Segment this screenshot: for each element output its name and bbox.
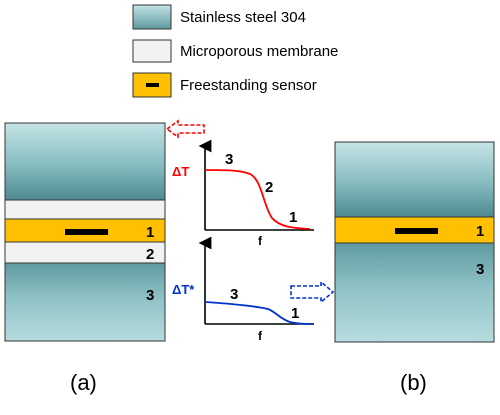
plot-top-ylabel: ΔT xyxy=(172,164,189,179)
panel-b-layer-3-label: 3 xyxy=(476,261,484,278)
plot-top-region-1: 1 xyxy=(289,209,297,226)
plot-bottom: ΔT* f 3 1 xyxy=(172,236,314,343)
panel-a-layer-3-label: 3 xyxy=(146,287,154,304)
plot-bottom-curve xyxy=(204,301,313,325)
plot-bottom-xlabel: f xyxy=(258,329,263,343)
plot-top-region-3: 3 xyxy=(225,151,233,168)
panel-b-layer-1-label: 1 xyxy=(476,223,484,240)
panel-b-steel-bottom xyxy=(334,242,495,343)
legend-sensor-label: Freestanding sensor xyxy=(180,77,317,94)
plot-bottom-region-3: 3 xyxy=(230,286,238,303)
blue-dashed-arrow xyxy=(290,280,335,304)
panel-a-label: (a) xyxy=(70,370,97,395)
panel-b-stack: 1 3 (b) xyxy=(334,141,495,395)
plot-bottom-region-1: 1 xyxy=(291,305,299,322)
red-dashed-arrow xyxy=(165,119,205,139)
legend: Stainless steel 304 Microporous membrane… xyxy=(132,4,338,98)
legend-membrane-swatch xyxy=(132,39,172,63)
plot-top-xlabel: f xyxy=(258,234,263,248)
panel-a-layer-2-label: 2 xyxy=(146,246,154,263)
panel-a-steel-top xyxy=(4,122,166,201)
panel-a-stack: 1 2 3 (a) xyxy=(4,122,166,395)
panel-a-layer-1-label: 1 xyxy=(146,224,154,241)
panel-a-sensor-bar xyxy=(65,229,108,235)
plot-top-region-2: 2 xyxy=(265,179,273,196)
plot-top-curve xyxy=(204,169,311,230)
legend-steel-swatch xyxy=(132,4,172,30)
panel-b-label: (b) xyxy=(400,370,427,395)
panel-a-steel-bottom xyxy=(4,262,166,342)
legend-steel-label: Stainless steel 304 xyxy=(180,9,306,26)
panel-b-sensor-bar xyxy=(395,228,438,234)
legend-sensor-bar xyxy=(146,83,159,87)
plot-top: ΔT f 3 2 1 xyxy=(172,139,314,248)
panel-b-steel-top xyxy=(334,141,495,218)
panel-a-membrane-bottom xyxy=(4,241,166,264)
legend-membrane-label: Microporous membrane xyxy=(180,43,338,60)
panel-a-membrane-top xyxy=(4,199,166,220)
plot-bottom-ylabel: ΔT* xyxy=(172,282,195,297)
